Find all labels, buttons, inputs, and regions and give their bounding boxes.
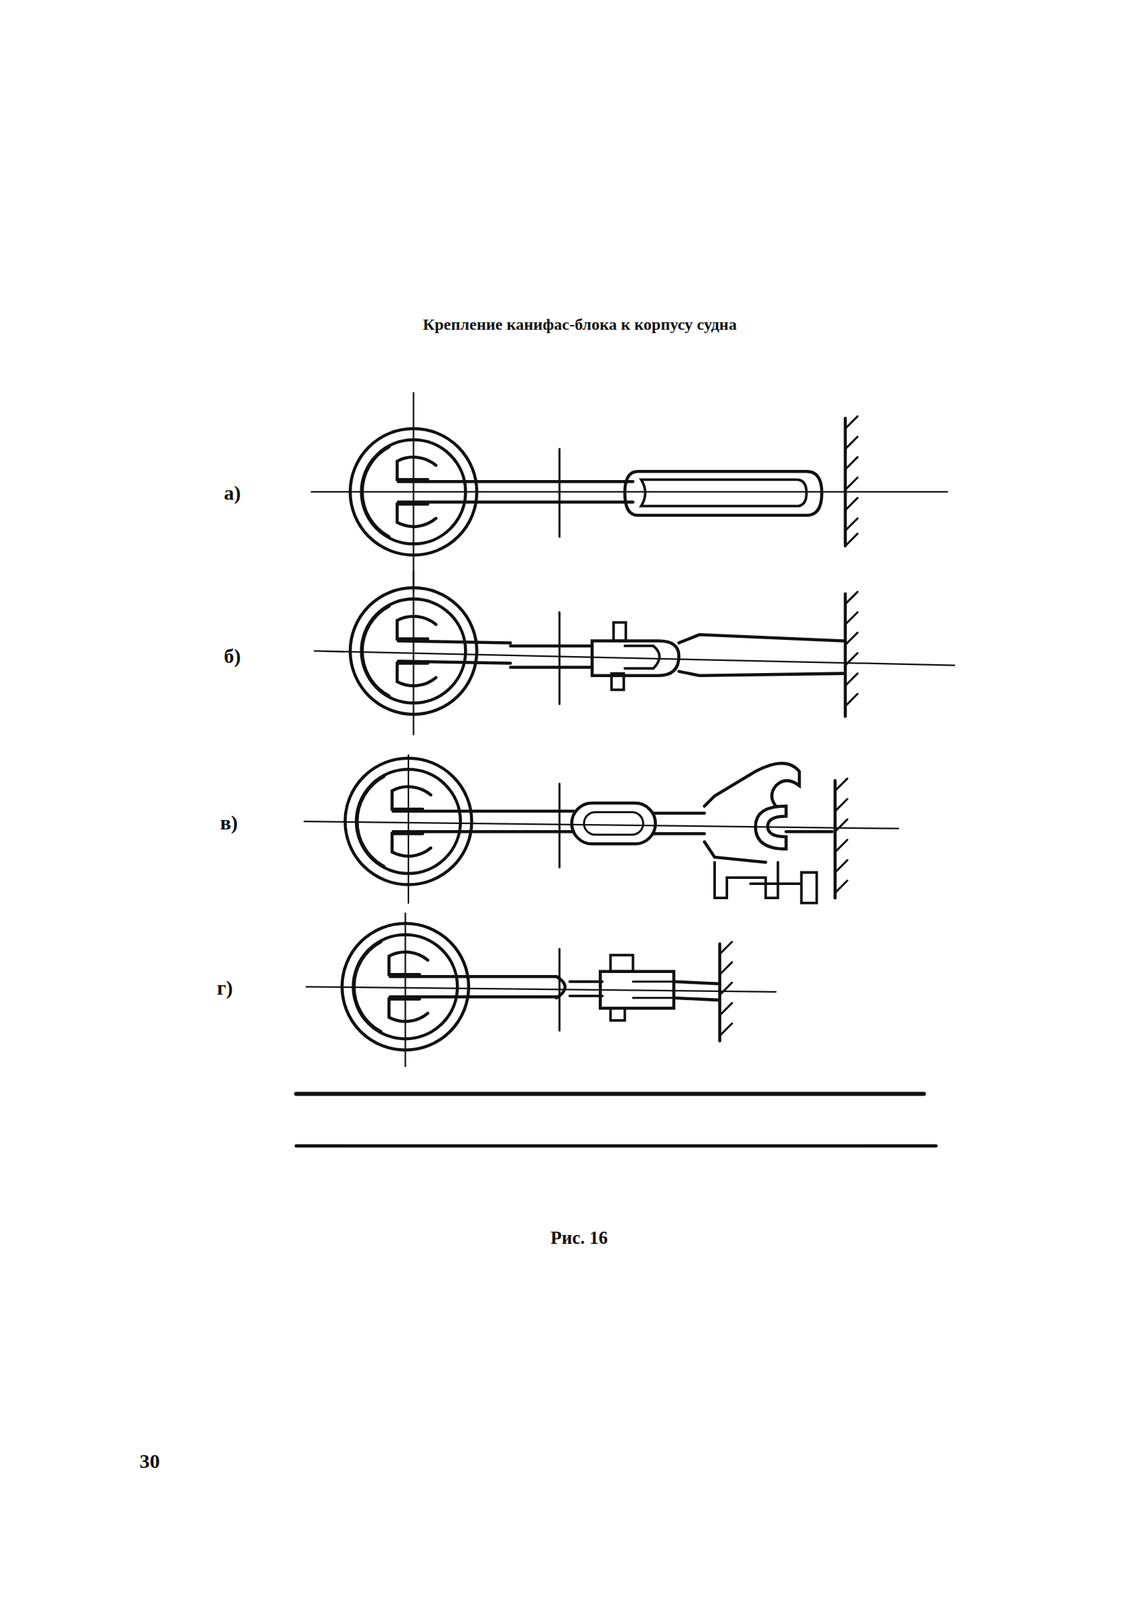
variant-label: а) bbox=[224, 481, 242, 505]
variant-label: г) bbox=[216, 976, 234, 1000]
variant-label: в) bbox=[220, 811, 238, 835]
page-number: 30 bbox=[139, 1450, 160, 1474]
drawing-lines bbox=[295, 392, 955, 1147]
figure-title: Крепление канифас-блока к корпусу судна bbox=[422, 315, 737, 334]
figure-caption: Рис. 16 bbox=[550, 1228, 609, 1250]
variant-label: б) bbox=[224, 644, 242, 668]
